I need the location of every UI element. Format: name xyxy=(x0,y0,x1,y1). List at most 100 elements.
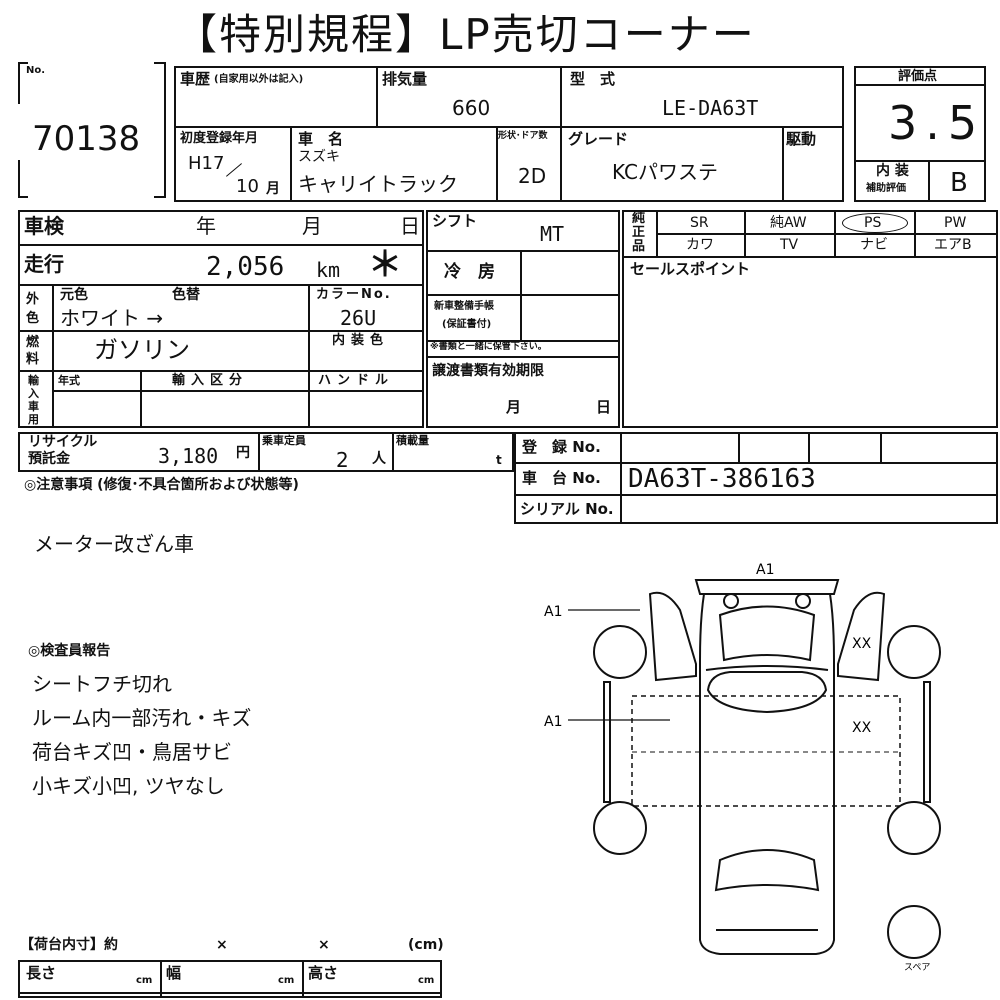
drive-label: 駆動 xyxy=(786,130,817,148)
equipment-table xyxy=(622,210,998,428)
chassis-value: DA63T-386163 xyxy=(628,464,816,494)
first-reg-label: 初度登録年月 xyxy=(180,131,259,146)
registration-table xyxy=(514,432,998,524)
mileage-label: 走行 xyxy=(24,252,64,276)
shift-value: MT xyxy=(540,222,565,246)
transfer-day: 日 xyxy=(596,398,612,416)
equipment-side-label: 純正品 xyxy=(632,211,646,254)
mileage-unit: km xyxy=(316,258,341,282)
fuel-label: 燃料 xyxy=(26,335,40,367)
inspection-year: 年 xyxy=(196,214,216,238)
capacity-unit: 人 xyxy=(372,451,386,467)
interior-score-value: B xyxy=(950,168,968,198)
score-label: 評価点 xyxy=(898,69,938,84)
history-label: 車歴 xyxy=(180,70,211,88)
cargo-height-label: 高さ xyxy=(308,964,339,982)
registration-label: 登 録 No. xyxy=(522,438,601,456)
import-handle-label: ハンドル xyxy=(318,373,395,388)
cab-body xyxy=(699,593,835,955)
cargo-width-label: 幅 xyxy=(166,964,182,982)
color-value: ホワイト → xyxy=(60,306,164,330)
inspector-line: シートフチ切れ xyxy=(32,672,172,696)
mileage-value: 2,056 xyxy=(206,252,285,282)
mileage-mark: ＊ xyxy=(368,245,402,285)
left-door xyxy=(648,591,697,682)
damage-mark-left-door: A1 xyxy=(544,604,562,620)
inspection-month: 月 xyxy=(302,214,322,238)
interior-color-label: 内装色 xyxy=(332,333,390,348)
recycle-row xyxy=(18,432,514,472)
color-side-label: 外色 xyxy=(26,292,40,326)
car-name: キャリイトラック xyxy=(298,172,458,196)
tire-rear-right xyxy=(887,801,941,855)
import-label: 輸入車用 xyxy=(28,374,39,426)
inspector-line: ルーム内一部汚れ・キズ xyxy=(32,706,252,730)
cargo-unit-label: (cm) xyxy=(408,937,444,953)
import-year-label: 年式 xyxy=(58,374,80,387)
right-door xyxy=(837,591,886,682)
cargo-x2: × xyxy=(318,937,330,953)
cargo-length-label: 長さ xyxy=(26,964,57,982)
vehicle-info-box xyxy=(174,66,844,202)
spare-tire xyxy=(887,905,941,959)
equipment-ps: PS xyxy=(864,215,882,231)
notes-text: メーター改ざん車 xyxy=(34,532,194,556)
chassis-label: 車 台 No. xyxy=(522,469,601,487)
transfer-label: 譲渡書類有効期限 xyxy=(432,363,544,379)
equipment-ps-circle xyxy=(842,213,908,233)
equipment-sr: SR xyxy=(690,215,709,231)
front-bumper xyxy=(694,579,840,595)
manual-note: ※書類と一緒に保管下さい。 xyxy=(430,342,547,352)
grade-label: グレード xyxy=(568,130,629,148)
inspection-label: 車検 xyxy=(24,214,64,238)
inspection-day: 日 xyxy=(400,214,420,238)
transfer-month: 月 xyxy=(506,398,522,416)
doors-value: 2D xyxy=(518,164,547,188)
tire-front-right xyxy=(887,625,941,679)
displacement-value: 660 xyxy=(452,96,491,120)
score-box xyxy=(854,66,986,202)
car-maker: スズキ xyxy=(298,149,340,165)
options-table xyxy=(426,210,620,428)
windshield xyxy=(718,605,816,662)
interior-score-sublabel: 補助評価 xyxy=(866,183,906,194)
vehicle-diagram: A1 A1 A1 XX XX スペア xyxy=(544,562,941,973)
damage-mark-bed: A1 xyxy=(544,714,562,730)
car-name-label: 車 名 xyxy=(298,130,344,148)
inspector-label: ◎検査員報告 xyxy=(28,643,111,659)
model-type-label: 型 式 xyxy=(570,70,616,88)
lot-number: 70138 xyxy=(32,119,141,159)
recycle-label: リサイクル xyxy=(28,434,98,450)
model-type-value: LE-DA63T xyxy=(662,96,759,120)
equipment-airbag: エアB xyxy=(934,237,972,253)
first-reg-month-unit: 月 xyxy=(266,181,280,197)
grade-value: KCパワステ xyxy=(612,160,718,184)
equipment-tv: TV xyxy=(780,237,799,253)
damage-mark-right-bed: XX xyxy=(852,720,872,736)
aircon-label: 冷 房 xyxy=(444,262,495,282)
color-orig-label: 元色 xyxy=(60,287,88,303)
recycle-value: 3,180 xyxy=(158,444,219,468)
cargo-x1: × xyxy=(216,937,228,953)
fuel-value: ガソリン xyxy=(94,336,190,364)
inspector-line: 小キズ小凹, ツヤなし xyxy=(32,774,225,798)
manual-sublabel: (保証書付) xyxy=(442,319,492,330)
displacement-label: 排気量 xyxy=(382,70,428,88)
spare-label: スペア xyxy=(904,963,930,973)
cargo-length-unit: cm xyxy=(136,975,153,986)
history-note: (自家用以外は記入) xyxy=(214,74,304,85)
doors-label: 形状･ドア数 xyxy=(498,131,548,141)
interior-score-label: 内 装 xyxy=(876,163,909,179)
cargo-height-unit: cm xyxy=(418,975,435,986)
capacity-value: 2 xyxy=(336,448,349,472)
cargo-label: 【荷台内寸】約 xyxy=(20,937,118,953)
rear-window xyxy=(706,671,828,714)
page-title: 【特別規程】LP売切コーナー xyxy=(175,10,756,59)
import-class-label: 輸入区分 xyxy=(172,373,249,388)
inspector-line: 荷台キズ凹・鳥居サビ xyxy=(32,740,232,764)
cargo-table xyxy=(18,960,442,998)
notes-label: ◎注意事項 (修復･不具合箇所および状態等) xyxy=(24,477,299,493)
first-reg-month: 10 xyxy=(236,176,259,197)
shift-label: シフト xyxy=(432,212,478,230)
manual-label: 新車整備手帳 xyxy=(434,301,494,312)
